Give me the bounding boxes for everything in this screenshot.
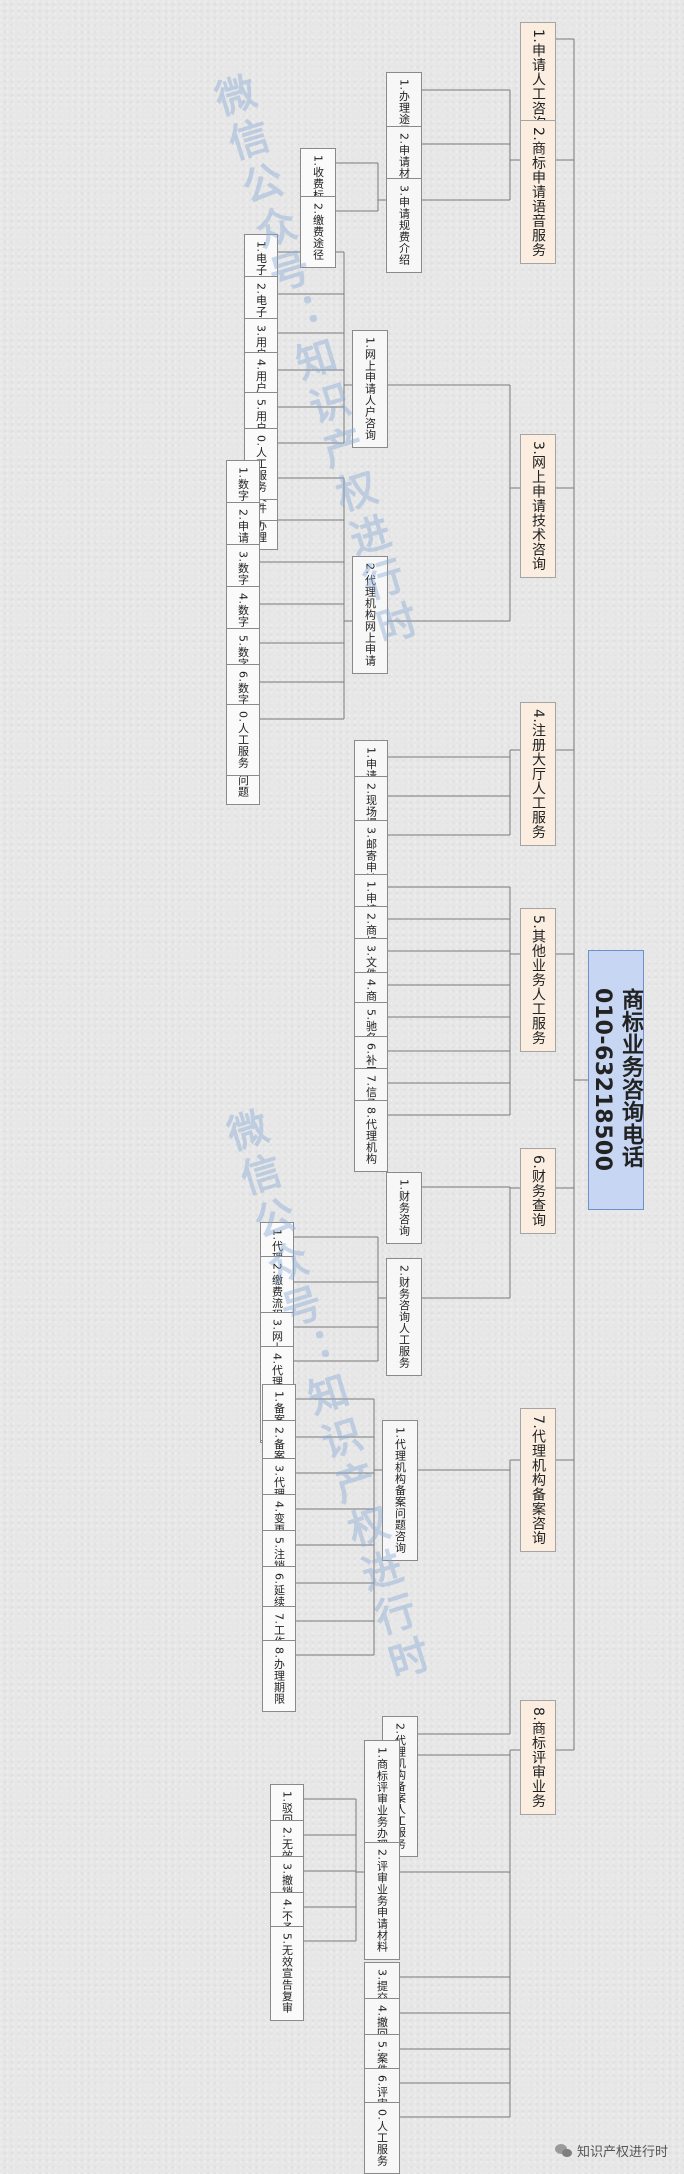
node-6-0: 1.代理机构备案问题咨询	[382, 1420, 418, 1561]
node-5-1: 2.财务咨询人工服务	[386, 1258, 422, 1376]
branch-4: 4.注册大厅人工服务	[520, 702, 556, 847]
node-1-2: 3.申请规费介绍	[386, 178, 422, 273]
wechat-icon	[554, 2143, 573, 2158]
node-2-0: 1.网上申请人户咨询	[352, 330, 388, 448]
node-6-0-7: 8.办理期限	[262, 1640, 296, 1712]
branch-6: 6.财务查询	[520, 1148, 556, 1235]
node-4-7: 8.代理机构	[354, 1100, 388, 1172]
branch-5: 5.其他业务人工服务	[520, 908, 556, 1053]
node-2-1: 2.代理机构网上申请	[352, 556, 388, 674]
footer-text: 知识产权进行时	[576, 2145, 668, 2160]
node-1-2-1: 2.缴费途径	[300, 196, 336, 268]
node-2-1-6: 0.人工服务	[226, 704, 260, 776]
branch-2: 2.商标申请语音服务	[520, 120, 556, 265]
branch-8: 8.商标评审业务	[520, 1700, 556, 1816]
root-node: 商标业务咨询电话 010-63218500	[588, 950, 644, 1210]
node-7-1: 2.评审业务申请材料	[364, 1842, 400, 1960]
node-5-0: 1.财务咨询	[386, 1172, 422, 1244]
node-7-6: 0.人工服务	[364, 2102, 400, 2174]
branch-7: 7.代理机构备案咨询	[520, 1408, 556, 1553]
footer-brand: 知识产权进行时	[554, 2141, 668, 2160]
branch-3: 3.网上申请技术咨询	[520, 434, 556, 579]
node-7-1-4: 5.无效宣告复审	[270, 1926, 304, 2021]
